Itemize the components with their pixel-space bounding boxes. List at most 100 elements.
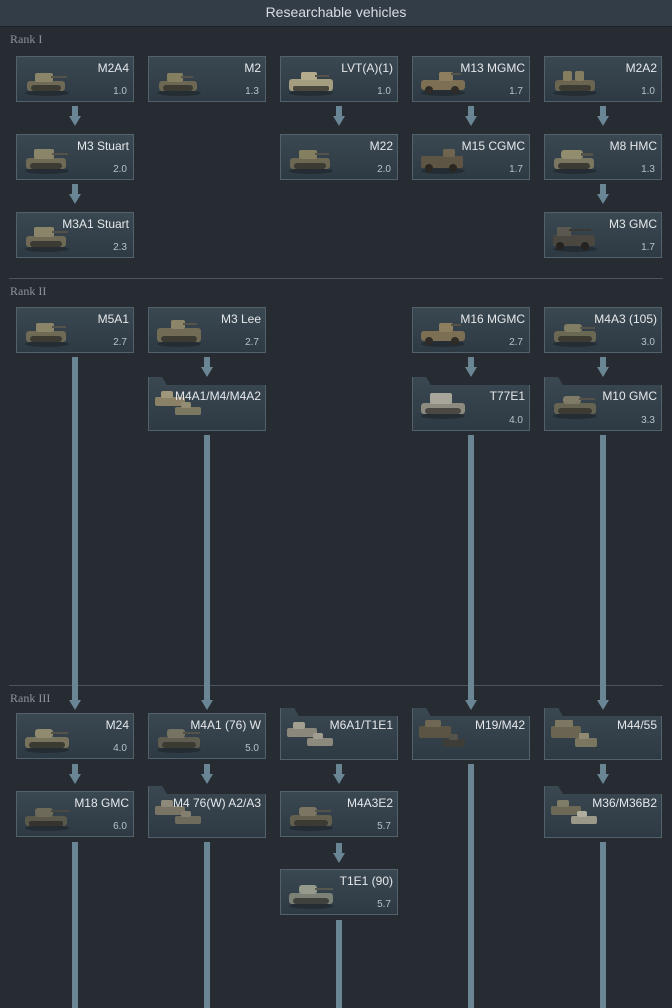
tree-connector [600, 435, 606, 695]
arrow-icon [597, 106, 609, 126]
tree-connector [72, 842, 78, 1008]
battle-rating: 1.7 [509, 164, 523, 175]
battle-rating: 4.0 [113, 743, 127, 754]
battle-rating: 1.3 [245, 86, 259, 97]
vehicle-card-t77e1[interactable]: T77E1 4.0 [412, 377, 530, 431]
vehicle-card-m3a1[interactable]: M3A1 Stuart 2.3 [16, 212, 134, 258]
vehicle-name: M4 76(W) A2/A3 [172, 796, 261, 810]
vehicle-card-m24[interactable]: M24 4.0 [16, 713, 134, 759]
vehicle-card-m8[interactable]: M8 HMC 1.3 [544, 134, 662, 180]
tank-icon [421, 72, 465, 96]
vehicle-card-m4a1-76[interactable]: M4A1 (76) W 5.0 [148, 713, 266, 759]
vehicle-card-t1e1-90[interactable]: T1E1 (90) 5.7 [280, 869, 398, 915]
tank-icon [155, 391, 201, 415]
vehicle-card-m2a4[interactable]: M2A4 1.0 [16, 56, 134, 102]
vehicle-card-m2[interactable]: M2 1.3 [148, 56, 266, 102]
rank-divider [9, 685, 663, 686]
tank-icon [421, 149, 465, 174]
vehicle-card-m3gmc[interactable]: M3 GMC 1.7 [544, 212, 662, 258]
battle-rating: 1.0 [641, 86, 655, 97]
battle-rating: 6.0 [113, 821, 127, 832]
vehicle-card-m5a1[interactable]: M5A1 2.7 [16, 307, 134, 353]
vehicle-name: M2A2 [625, 61, 657, 75]
tank-icon [289, 150, 333, 174]
tank-icon [551, 800, 597, 824]
vehicle-name: M24 [105, 718, 129, 732]
vehicle-card-lvt[interactable]: LVT(A)(1) 1.0 [280, 56, 398, 102]
vehicle-card-m3stuart[interactable]: M3 Stuart 2.0 [16, 134, 134, 180]
vehicle-group-m19[interactable]: M19/M42 [412, 708, 530, 760]
vehicle-group-m44[interactable]: M44/55 [544, 708, 662, 760]
vehicle-name: M4A1/M4/M4A2 [174, 389, 261, 403]
vehicle-name: M10 GMC [602, 389, 657, 403]
vehicle-group-m36[interactable]: M36/M36B2 [544, 786, 662, 838]
battle-rating: 1.7 [509, 86, 523, 97]
vehicle-name: M3A1 Stuart [62, 217, 129, 231]
vehicle-name: M8 HMC [609, 139, 657, 153]
vehicle-card-m16[interactable]: M16 MGMC 2.7 [412, 307, 530, 353]
vehicle-card-m15[interactable]: M15 CGMC 1.7 [412, 134, 530, 180]
vehicle-name: M2A4 [97, 61, 129, 75]
vehicle-card-m10[interactable]: M10 GMC 3.3 [544, 377, 662, 431]
arrow-icon [201, 764, 213, 784]
vehicle-name: M4A3E2 [346, 796, 393, 810]
tank-icon [553, 71, 597, 96]
battle-rating: 2.7 [113, 337, 127, 348]
arrow-icon [465, 106, 477, 126]
tank-icon [157, 320, 201, 347]
vehicle-name: T1E1 (90) [339, 874, 393, 888]
arrow-icon [465, 357, 477, 377]
battle-rating: 4.0 [509, 415, 523, 426]
battle-rating: 3.0 [641, 337, 655, 348]
vehicle-name: M44/55 [616, 718, 657, 732]
battle-rating: 2.7 [509, 337, 523, 348]
arrow-icon [333, 106, 345, 126]
battle-rating: 2.7 [245, 337, 259, 348]
arrow-icon [69, 764, 81, 784]
vehicle-name: M36/M36B2 [592, 796, 657, 810]
tank-icon [553, 396, 597, 419]
vehicle-card-m4a3e2[interactable]: M4A3E2 5.7 [280, 791, 398, 837]
battle-rating: 3.3 [641, 415, 655, 426]
vehicle-name: M6A1/T1E1 [329, 718, 393, 732]
battle-rating: 1.0 [113, 86, 127, 97]
arrow-icon [597, 357, 609, 377]
tank-icon [25, 149, 69, 174]
vehicle-card-m13[interactable]: M13 MGMC 1.7 [412, 56, 530, 102]
arrow-icon [597, 690, 609, 710]
tank-icon [289, 72, 333, 96]
arrow-icon [69, 690, 81, 710]
tank-icon [553, 150, 597, 174]
battle-rating: 1.7 [641, 242, 655, 253]
arrow-icon [201, 690, 213, 710]
tree-connector [600, 842, 606, 1008]
tree-connector [468, 764, 474, 1008]
arrow-icon [465, 690, 477, 710]
vehicle-name: M3 Lee [220, 312, 261, 326]
tank-icon [553, 324, 597, 347]
rank-label-2: Rank II [10, 284, 47, 298]
battle-rating: 2.0 [377, 164, 391, 175]
tree-connector [468, 435, 474, 695]
vehicle-name: M18 GMC [74, 796, 129, 810]
tank-icon [155, 800, 201, 824]
tank-icon [157, 73, 201, 96]
tank-icon [419, 720, 465, 747]
vehicle-card-m3lee[interactable]: M3 Lee 2.7 [148, 307, 266, 353]
battle-rating: 5.7 [377, 899, 391, 910]
vehicle-name: M13 MGMC [460, 61, 525, 75]
vehicle-name: M4A3 (105) [594, 312, 657, 326]
vehicle-card-m4a3-105[interactable]: M4A3 (105) 3.0 [544, 307, 662, 353]
vehicle-card-m22[interactable]: M22 2.0 [280, 134, 398, 180]
vehicle-group-m4a1[interactable]: M4A1/M4/M4A2 [148, 377, 266, 431]
battle-rating: 1.3 [641, 164, 655, 175]
vehicle-name: M3 GMC [609, 217, 657, 231]
vehicle-card-m18[interactable]: M18 GMC 6.0 [16, 791, 134, 837]
vehicle-group-m6a1[interactable]: M6A1/T1E1 [280, 708, 398, 760]
arrow-icon [69, 106, 81, 126]
vehicle-card-m2a2[interactable]: M2A2 1.0 [544, 56, 662, 102]
vehicle-name: LVT(A)(1) [341, 61, 393, 75]
rank-label-1: Rank I [10, 32, 43, 46]
vehicle-group-m4-76w[interactable]: M4 76(W) A2/A3 [148, 786, 266, 838]
tank-icon [25, 808, 70, 831]
